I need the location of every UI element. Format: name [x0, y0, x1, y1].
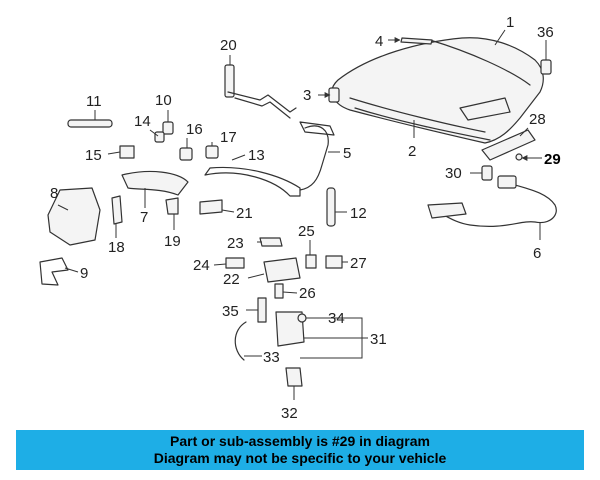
callout-label: 4 — [375, 33, 383, 50]
badge-part — [540, 59, 552, 75]
callout-label: 22 — [223, 271, 240, 288]
part-23 — [259, 237, 283, 247]
hinge-right — [299, 125, 329, 191]
callout-label: 14 — [134, 113, 151, 130]
callout-label: 15 — [85, 147, 102, 164]
spring-bracket — [199, 199, 223, 215]
parts-diagram: 1 2 3 4 5 6 7 8 9 10 11 12 13 14 15 16 1… — [39, 14, 561, 422]
clip-16 — [179, 147, 193, 161]
callout-label: 12 — [350, 205, 367, 222]
callout-label: 31 — [370, 331, 387, 348]
callout-label: 16 — [186, 121, 203, 138]
callout-label: 32 — [281, 405, 298, 422]
callout-label: 6 — [533, 245, 541, 262]
callout-label-highlighted: 29 — [544, 151, 561, 168]
part-25 — [305, 254, 317, 269]
callout-label: 7 — [140, 209, 148, 226]
callout-label: 17 — [220, 129, 237, 146]
callout-label: 26 — [299, 285, 316, 302]
leader-lines — [57, 29, 547, 400]
callout-label: 5 — [343, 145, 351, 162]
gas-strut-12 — [326, 187, 336, 227]
callout-label: 25 — [298, 223, 315, 240]
callout-label: 34 — [328, 310, 345, 327]
part-34 — [297, 313, 307, 323]
callout-label: 23 — [227, 235, 244, 252]
fastener-29 — [515, 153, 523, 161]
callout-label: 21 — [236, 205, 253, 222]
clip-15 — [119, 145, 135, 159]
callout-label: 20 — [220, 37, 237, 54]
hinge-link — [204, 166, 301, 197]
buffer — [481, 165, 493, 181]
latch-bracket — [481, 129, 536, 161]
callout-label: 9 — [80, 265, 88, 282]
callout-label: 19 — [164, 233, 181, 250]
callout-label: 8 — [50, 185, 58, 202]
trunk-lid — [331, 37, 544, 144]
callout-label: 13 — [248, 147, 265, 164]
callout-label: 28 — [529, 111, 546, 128]
part-26 — [274, 283, 284, 299]
caption-line-1: Part or sub-assembly is #29 in diagram — [170, 433, 430, 449]
trim-strip — [400, 37, 433, 45]
release-cable — [427, 175, 557, 228]
callout-label: 18 — [108, 239, 125, 256]
clip-17 — [205, 145, 219, 159]
hinge-right-2 — [299, 121, 335, 136]
callout-label: 10 — [155, 92, 172, 109]
callout-label: 11 — [86, 93, 102, 110]
caption-line-2: Diagram may not be specific to your vehi… — [153, 450, 447, 466]
part-24 — [225, 257, 245, 269]
part-27 — [325, 255, 343, 269]
callout-label: 30 — [445, 165, 462, 182]
callout-label: 1 — [506, 14, 514, 31]
part-32 — [285, 367, 303, 387]
lock-assembly — [121, 170, 189, 196]
rod-18 — [111, 195, 123, 225]
pump-31 — [275, 311, 305, 347]
clip-10 — [162, 121, 174, 135]
bracket-9 — [39, 257, 69, 286]
callout-label: 36 — [537, 24, 554, 41]
callout-label: 27 — [350, 255, 367, 272]
part-35 — [257, 297, 267, 323]
hinge-arm — [224, 64, 297, 119]
caption-banner: Part or sub-assembly is #29 in diagram D… — [16, 430, 584, 470]
callout-label: 3 — [303, 87, 311, 104]
clip-14 — [154, 131, 165, 143]
callout-labels: 1 2 3 4 5 6 7 8 9 10 11 12 13 14 15 16 1… — [50, 14, 561, 422]
bump-stop — [328, 87, 340, 103]
latch-8 — [47, 187, 101, 246]
actuator-22 — [263, 257, 301, 283]
clip-19 — [165, 197, 179, 215]
hose-33 — [234, 321, 247, 361]
gas-strut-11 — [67, 119, 113, 128]
callout-label: 35 — [222, 303, 239, 320]
callout-label: 2 — [408, 143, 416, 160]
callout-label: 24 — [193, 257, 210, 274]
callout-label: 33 — [263, 349, 280, 366]
